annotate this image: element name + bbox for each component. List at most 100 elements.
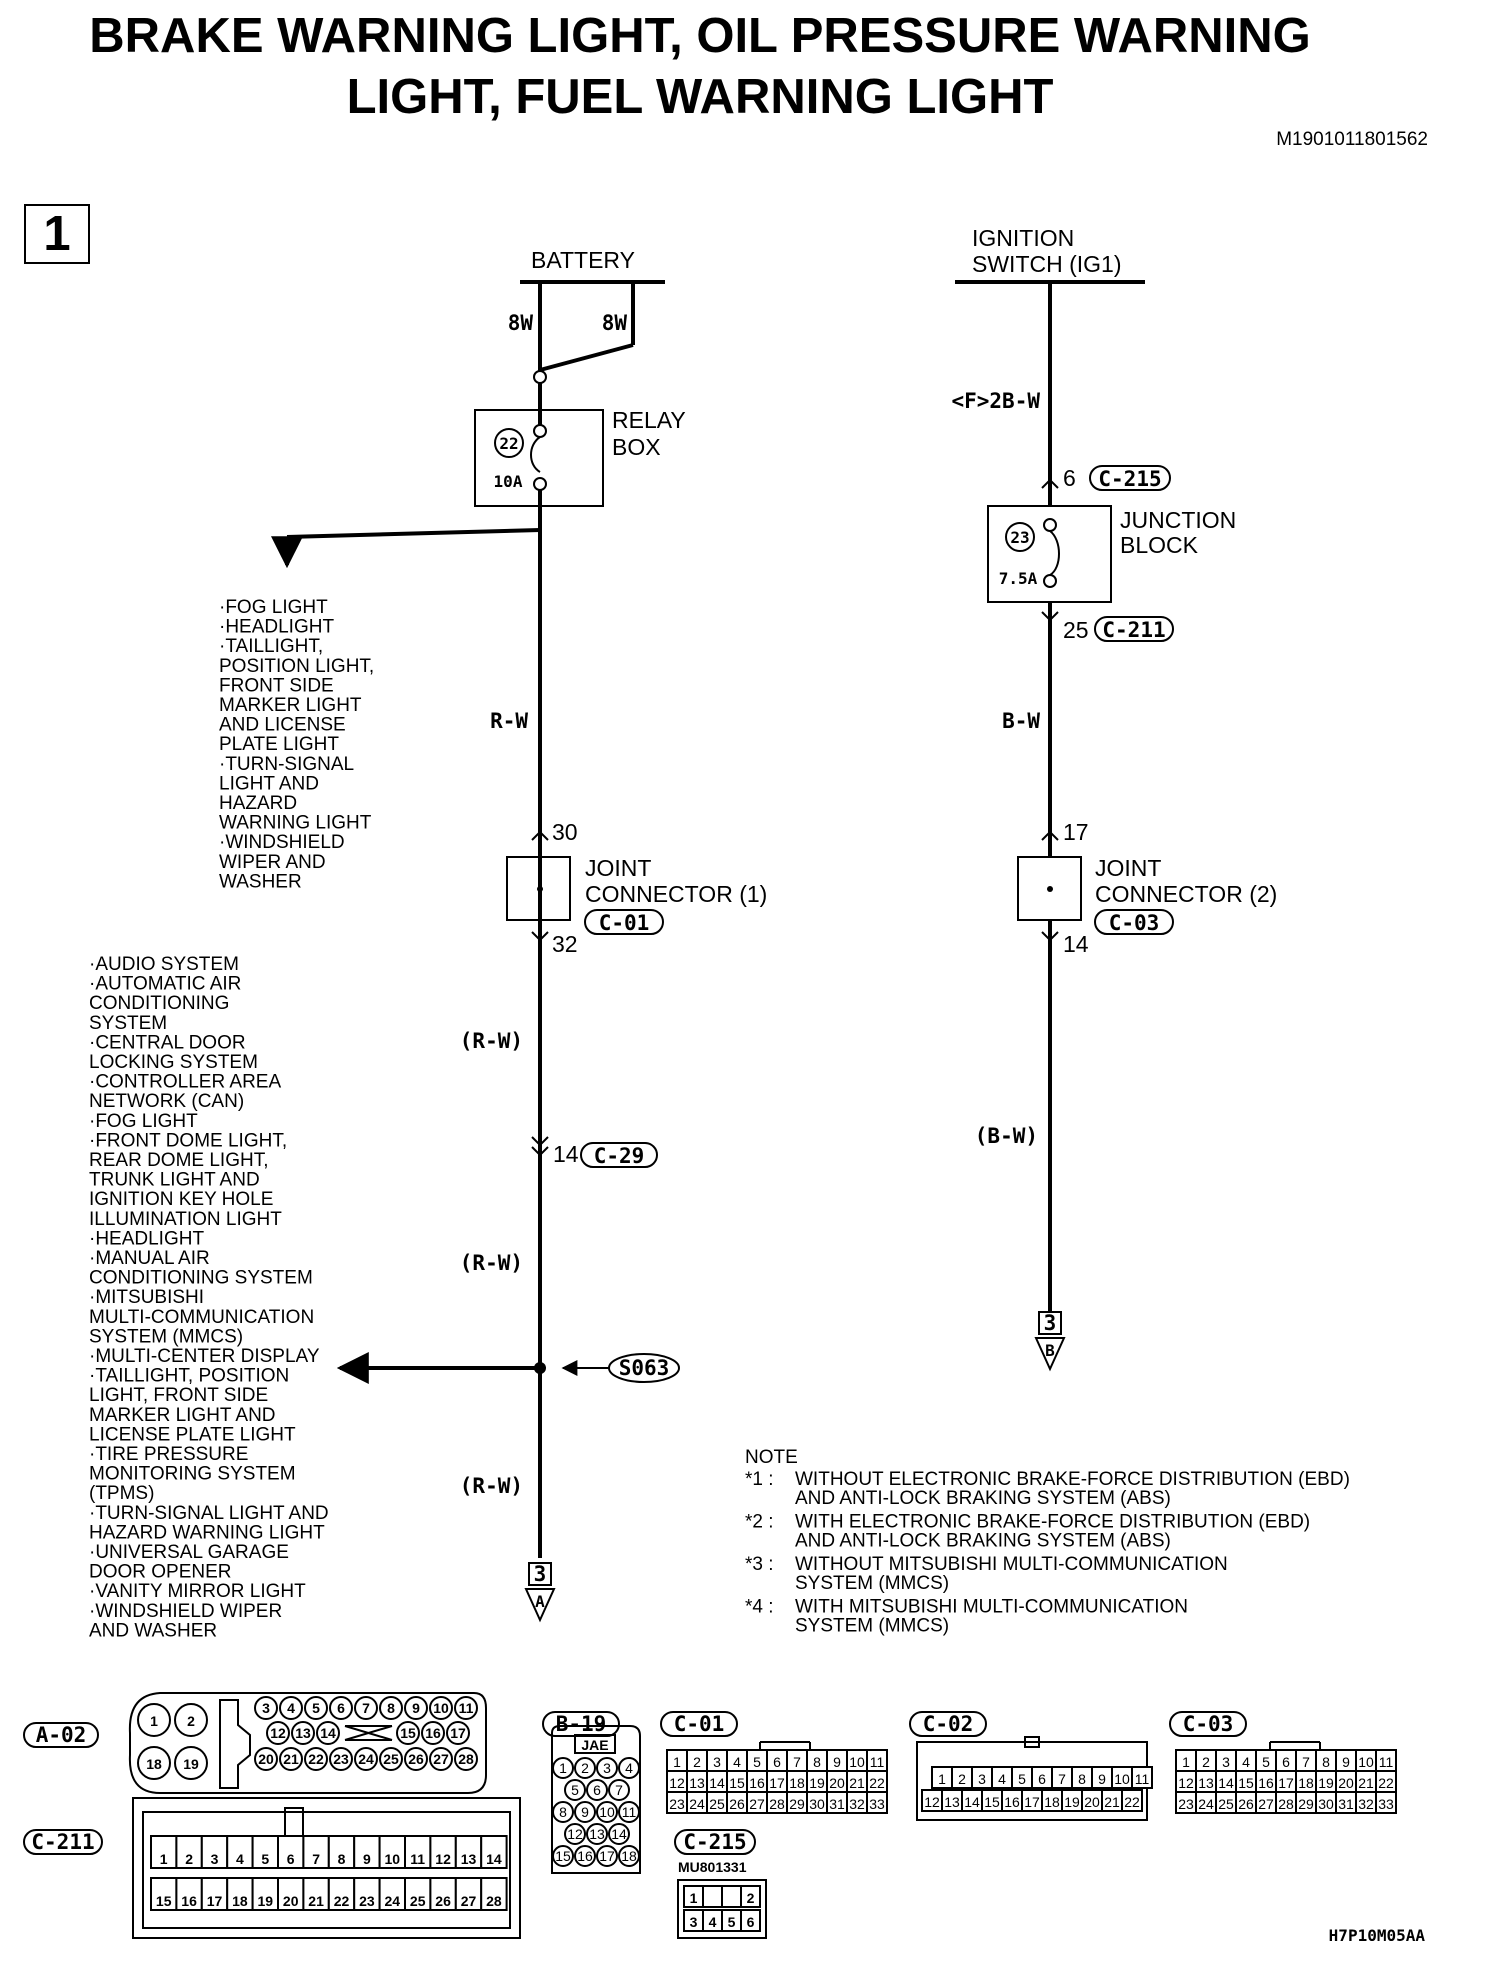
a02-pin-number: 19 xyxy=(183,1756,199,1772)
c211-pin-number: 20 xyxy=(283,1893,299,1909)
c03-pin-number: 25 xyxy=(1218,1796,1234,1812)
right-circuit: IGNITION SWITCH (IG1) <F>2B-W 6 C-215 23… xyxy=(951,225,1277,1372)
c215-pin xyxy=(740,1909,761,1932)
junction-fuse-rating: 7.5A xyxy=(999,569,1038,588)
c211-pin xyxy=(480,1877,508,1911)
c02-pin-number: 1 xyxy=(938,1771,946,1787)
b19-pin xyxy=(596,1757,618,1779)
a02-pin xyxy=(329,1696,353,1720)
c02-latch xyxy=(1024,1736,1040,1748)
c211-pin-number: 15 xyxy=(156,1893,172,1909)
b19-pin-number: 3 xyxy=(603,1760,611,1776)
c03-pin-number: 3 xyxy=(1222,1754,1230,1770)
c02-pin-number: 16 xyxy=(1004,1794,1020,1810)
a02-pin-number: 16 xyxy=(425,1725,441,1741)
branch-list-2-line: LOCKING SYSTEM xyxy=(89,1052,258,1073)
c01-pin-number: 18 xyxy=(789,1775,805,1791)
c01-pin-number: 5 xyxy=(753,1754,761,1770)
c01-pin-number: 28 xyxy=(769,1796,785,1812)
c01-pin-number: 23 xyxy=(669,1796,685,1812)
a02-pin xyxy=(429,1696,453,1720)
c03-pin-number: 7 xyxy=(1302,1754,1310,1770)
b19-pin xyxy=(608,1779,630,1801)
c03-pin-number: 23 xyxy=(1178,1796,1194,1812)
note-mark: *2 : xyxy=(745,1512,774,1533)
branch-list-2-line: ·TIRE PRESSURE xyxy=(89,1444,248,1465)
c01-pin-number: 8 xyxy=(813,1754,821,1770)
branch-list-2-line: ·WINDSHIELD WIPER xyxy=(89,1601,282,1622)
b19-pin xyxy=(574,1845,596,1867)
a02-pin-number: 1 xyxy=(150,1713,158,1729)
c01-pin-number: 15 xyxy=(729,1775,745,1791)
a02-pin-number: 18 xyxy=(146,1756,162,1772)
connector-label: C-01 xyxy=(674,1712,725,1736)
c03-latch xyxy=(1269,1741,1321,1750)
joint1-label-1: JOINT xyxy=(585,855,651,881)
c215-pin xyxy=(740,1885,761,1908)
branch-list-1-line: ·HEADLIGHT xyxy=(219,617,334,638)
a02-pin xyxy=(174,1703,208,1737)
c03-pin-number: 24 xyxy=(1198,1796,1214,1812)
c215-pin-number: 5 xyxy=(728,1914,736,1930)
c02-pin-number: 15 xyxy=(984,1794,1000,1810)
c01-pin-number: 1 xyxy=(673,1754,681,1770)
b19-pin-number: 9 xyxy=(581,1804,589,1820)
connector-tag xyxy=(909,1711,987,1737)
c01-pin-number: 4 xyxy=(733,1754,741,1770)
branch-list-2-line: ·FOG LIGHT xyxy=(89,1111,198,1132)
fuse-number-circle xyxy=(1005,522,1035,552)
branch-list-1-line: ·TURN-SIGNAL xyxy=(219,754,354,775)
offpage-box-b xyxy=(1038,1311,1062,1335)
note-text-line-2: SYSTEM (MMCS) xyxy=(795,1616,949,1637)
connector-label: C-211 xyxy=(31,1830,94,1854)
note-mark: *3 : xyxy=(745,1554,774,1575)
a02-pin-number: 14 xyxy=(320,1725,336,1741)
a02-pin-number: 22 xyxy=(308,1751,324,1767)
c211-pin-number: 18 xyxy=(232,1893,248,1909)
c211-pin xyxy=(454,1835,483,1869)
branch-list-2-line: ·UNIVERSAL GARAGE xyxy=(89,1542,289,1563)
c03-pin-number: 5 xyxy=(1262,1754,1270,1770)
c01-latch xyxy=(759,1741,811,1750)
branch-list-2-line: ILLUMINATION LIGHT xyxy=(89,1209,282,1230)
wire-color-top: <F>2B-W xyxy=(951,389,1040,413)
c211-pin-number: 19 xyxy=(258,1893,274,1909)
a02-pin-number: 2 xyxy=(187,1713,195,1729)
branch-list-1: ·FOG LIGHT·HEADLIGHT·TAILLIGHT, POSITION… xyxy=(219,597,374,892)
b19-pin-number: 7 xyxy=(615,1782,623,1798)
b19-housing xyxy=(551,1725,641,1874)
branch-list-2-line: SYSTEM (MMCS) xyxy=(89,1326,243,1347)
pin-chevron xyxy=(1041,931,1059,942)
a02-pin xyxy=(304,1747,328,1771)
a02-pin-number: 9 xyxy=(412,1700,420,1716)
offpage-triangle-a xyxy=(524,1588,556,1623)
c03-pin-number: 13 xyxy=(1198,1775,1214,1791)
connector-tag xyxy=(674,1829,756,1855)
fuse-terminal xyxy=(533,370,547,384)
c01-pin-number: 27 xyxy=(749,1796,765,1812)
wire-size-right: 8W xyxy=(602,311,628,335)
fuse-terminal xyxy=(1043,574,1057,588)
b19-pin-number: 15 xyxy=(555,1848,571,1864)
a02-pin xyxy=(279,1747,303,1771)
offpage-page-b: 3 xyxy=(1044,1311,1057,1335)
c02-pin-number: 12 xyxy=(924,1794,940,1810)
b19-pin xyxy=(618,1845,640,1867)
a02-pin-number: 28 xyxy=(458,1751,474,1767)
c215-pin-number: 2 xyxy=(747,1890,755,1906)
c211-pin-number: 26 xyxy=(435,1893,451,1909)
title-line-2: LIGHT, FUEL WARNING LIGHT xyxy=(347,70,1054,124)
a02-pin xyxy=(354,1696,378,1720)
branch-list-2-line: LICENSE PLATE LIGHT xyxy=(89,1424,296,1445)
c211-pin-number: 6 xyxy=(287,1851,295,1867)
wire-color-bw-2: (B-W) xyxy=(975,1124,1038,1148)
c01-pin-number: 7 xyxy=(793,1754,801,1770)
joint1-pin-in: 30 xyxy=(552,819,578,845)
branch-list-2-line: ·MANUAL AIR xyxy=(89,1248,210,1269)
c01-pin-number: 10 xyxy=(849,1754,865,1770)
joint2-connector-id: C-03 xyxy=(1109,911,1160,935)
pin-chevron xyxy=(531,931,549,942)
c211-pin-number: 17 xyxy=(207,1893,223,1909)
connector-label: B-19 xyxy=(556,1712,607,1736)
branch-list-1-line: POSITION LIGHT, xyxy=(219,656,374,677)
